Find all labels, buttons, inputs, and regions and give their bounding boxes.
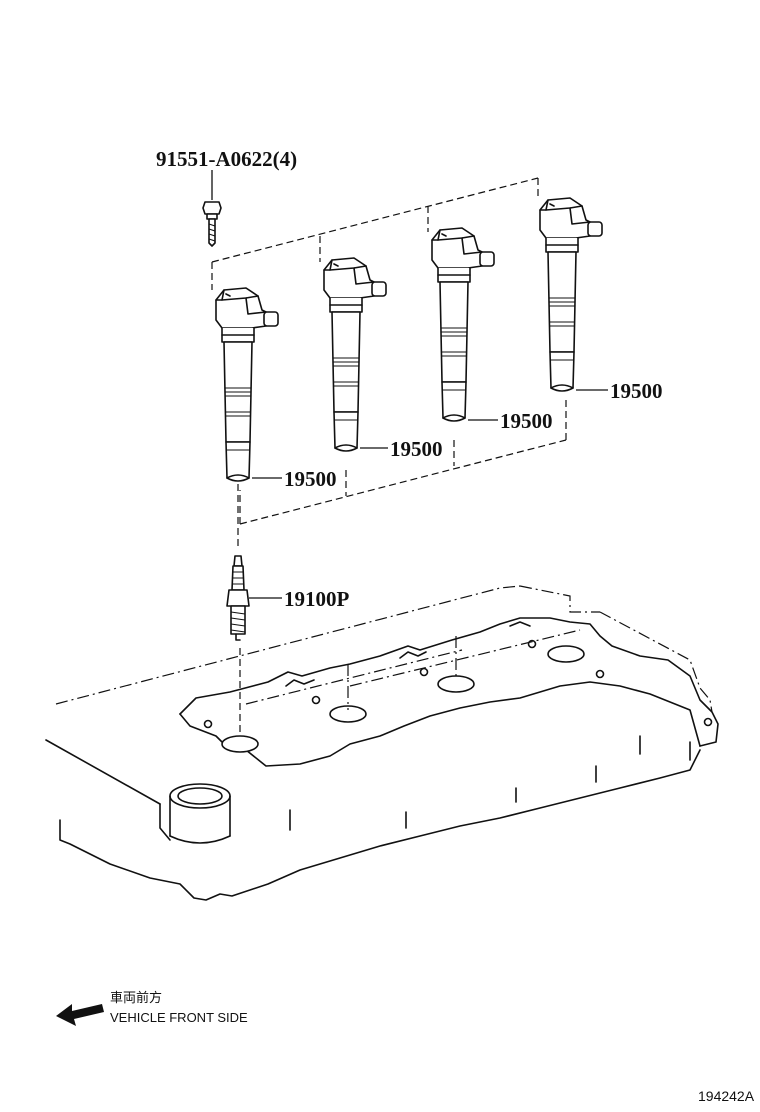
left-arrow-icon (56, 1004, 104, 1026)
spark-plug-part-number: 19100P (284, 587, 350, 611)
coil-1-part-number: 19500 (284, 467, 337, 491)
vehicle-front-side-jp-label: 車両前方 (110, 990, 162, 1005)
ignition-coil-4 (539, 197, 603, 392)
spark-plug-drawing (226, 555, 250, 641)
coil-4-part-number: 19500 (610, 379, 663, 403)
coil-2-part-number: 19500 (390, 437, 443, 461)
bolt-part-number: 91551-A0622(4) (156, 147, 297, 171)
bolt-drawing (202, 170, 222, 247)
coil-3-part-number: 19500 (500, 409, 553, 433)
illustration-number: 194242A (698, 1088, 755, 1104)
vehicle-front-side-label: VEHICLE FRONT SIDE (110, 1010, 248, 1025)
ignition-coil-2 (323, 257, 387, 452)
cylinder-head-cover (45, 585, 719, 901)
ignition-coil-1 (215, 287, 279, 482)
coil-group-outline (211, 177, 567, 525)
ignition-coil-3 (431, 227, 495, 422)
